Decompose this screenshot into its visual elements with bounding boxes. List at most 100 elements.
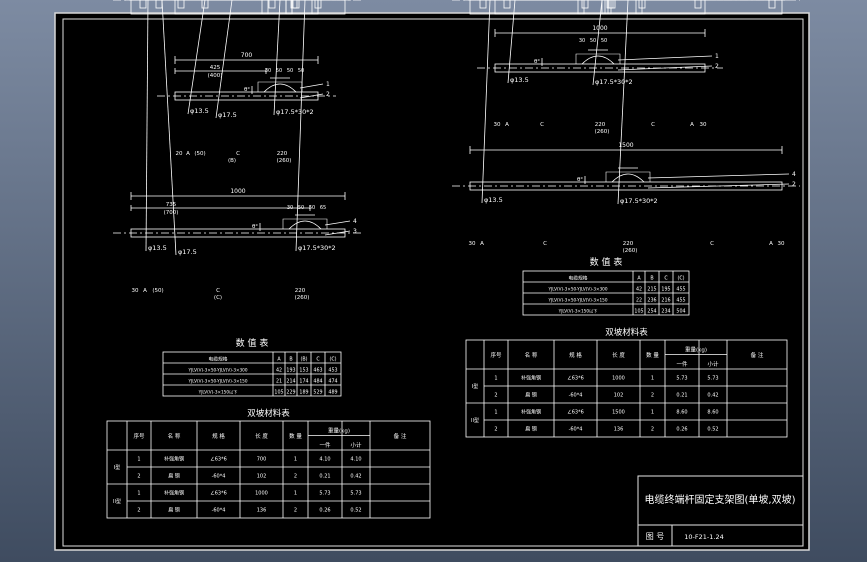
materials-table-cell: 4.10 — [350, 457, 361, 463]
sub-dimension: 425 — [210, 65, 221, 71]
hole-label: φ17.5*30*2 — [276, 108, 314, 116]
drawing-number-label: 图 号 — [646, 532, 665, 541]
clamp-outline — [605, 171, 651, 182]
leader-line — [647, 173, 790, 179]
chain-dimension: (50) — [194, 151, 205, 157]
leader-line — [617, 0, 629, 205]
values-table-cell: 484 — [313, 379, 322, 385]
values-table-cell: 189 — [299, 390, 308, 396]
materials-table-title: 双坡材料表 — [605, 327, 648, 338]
materials-table-cell: 5.73 — [707, 376, 718, 382]
materials-table-title: 双坡材料表 — [247, 408, 290, 419]
hanger-arc — [581, 55, 615, 65]
drawing-title: 电缆终端杆固定支架图(单坡,双坡) — [645, 493, 796, 506]
materials-table-frame — [465, 339, 788, 438]
drawing-tables: 数 值 表电缆规格YJLV(V)-3×50-YJLV(V)-3×300YJLV(… — [106, 256, 788, 519]
values-table-cell: 529 — [313, 390, 322, 396]
values-table-cell: 489 — [328, 390, 337, 396]
bolt-hole — [268, 0, 276, 9]
values-table-cell: 504 — [676, 309, 685, 315]
materials-table-cell: 0.21 — [319, 474, 330, 480]
materials-table-cell: 扁 钢 — [525, 392, 537, 399]
bolt-hole — [608, 0, 616, 9]
chain-dimension: 30 — [778, 241, 785, 247]
values-table-cell: 214 — [286, 379, 295, 385]
hanger-arc — [263, 83, 297, 93]
small-dimension: 30 — [265, 68, 271, 74]
part-callout: 4 — [353, 218, 357, 225]
angle-label: θ° — [534, 59, 540, 65]
clamp-outline — [282, 218, 328, 229]
leader-line — [299, 83, 324, 89]
values-table-header: (C) — [329, 357, 336, 363]
values-table-cell: YJLV(V)-3×50-YJLV(V)-3×150 — [187, 379, 247, 384]
materials-table-cell: ∠63*6 — [567, 410, 584, 416]
slot — [577, 0, 585, 15]
chain-dimension: A — [143, 288, 147, 294]
values-table-cell: 229 — [286, 390, 295, 396]
small-dimension: 50 — [590, 38, 596, 44]
bolt-hole — [503, 0, 511, 9]
chain-dimension: (50) — [152, 288, 163, 294]
materials-table-cell: 1 — [651, 376, 654, 382]
leader-line — [617, 65, 713, 71]
materials-table-cell: 5.73 — [319, 491, 330, 497]
materials-table-cell: 0.52 — [350, 508, 361, 514]
materials-table-cell: 1500 — [612, 410, 625, 416]
chain-dimension: (C) — [214, 295, 222, 301]
chain-dimension: 30 — [469, 241, 476, 247]
materials-table-cell: 2 — [651, 393, 654, 399]
sub-dimension: (700) — [164, 210, 179, 216]
values-table-header: (B) — [300, 357, 307, 363]
small-dimension: 50 — [287, 68, 293, 74]
materials-table-header: 一件 — [319, 441, 331, 449]
small-dimension: 30 — [579, 38, 585, 44]
materials-table-cell: 1 — [494, 376, 497, 382]
materials-table-header: 数 量 — [289, 432, 302, 440]
values-table-cell: YJLV(V)-3×50-YJLV(V)-3×300 — [547, 287, 607, 292]
values-table-cell: 21 — [276, 379, 282, 385]
slot — [261, 0, 269, 15]
materials-table-cell: 136 — [614, 427, 624, 433]
values-table-header: C — [664, 276, 668, 282]
chain-dimension: 20 — [176, 151, 183, 157]
chain-dimension: C — [651, 122, 655, 128]
materials-table-cell: 2 — [137, 474, 140, 480]
materials-group-label: I型 — [472, 383, 478, 390]
values-table: 数 值 表电缆规格YJLV(V)-3×50-YJLV(V)-3×300YJLV(… — [522, 256, 690, 316]
materials-table-cell: 扁 钢 — [525, 426, 537, 433]
hanger-arc — [288, 220, 322, 230]
materials-table-cell: 2 — [137, 508, 140, 514]
bolt-hole — [155, 0, 163, 9]
chain-dimension: 220 — [623, 241, 634, 247]
values-table-cell: 453 — [328, 368, 337, 374]
chain-dimension: (260) — [595, 129, 610, 135]
materials-table-cell: 2 — [651, 427, 654, 433]
materials-table-header: 名 称 — [168, 432, 181, 440]
materials-table-cell: 扁 钢 — [168, 507, 180, 514]
bolt-hole — [694, 0, 702, 9]
materials-table-cell: 2 — [294, 508, 297, 514]
part-callout: 1 — [715, 53, 719, 60]
leader-line — [481, 0, 491, 204]
bolt-hole — [292, 0, 300, 9]
values-table-cell: 234 — [661, 309, 670, 315]
materials-group-label: II型 — [113, 498, 121, 505]
hole-label: φ13.5 — [190, 107, 209, 115]
chain-dimension: (260) — [277, 158, 292, 164]
leader-line — [161, 0, 177, 256]
materials-table-frame — [106, 420, 431, 519]
values-table-cell: 455 — [676, 298, 685, 304]
bolt-hole — [201, 0, 209, 9]
leader-line — [324, 220, 351, 226]
chain-dimension: A — [186, 151, 190, 157]
overall-dimension: 1000 — [592, 25, 607, 32]
values-table-header: B — [289, 357, 292, 363]
materials-table-header: 规 格 — [569, 351, 582, 359]
materials-table-cell: 4.10 — [319, 457, 330, 463]
leader-line — [617, 55, 713, 61]
drawing-number-value: 10-F21-1.24 — [684, 533, 723, 541]
materials-table-cell: -60*4 — [569, 427, 583, 433]
